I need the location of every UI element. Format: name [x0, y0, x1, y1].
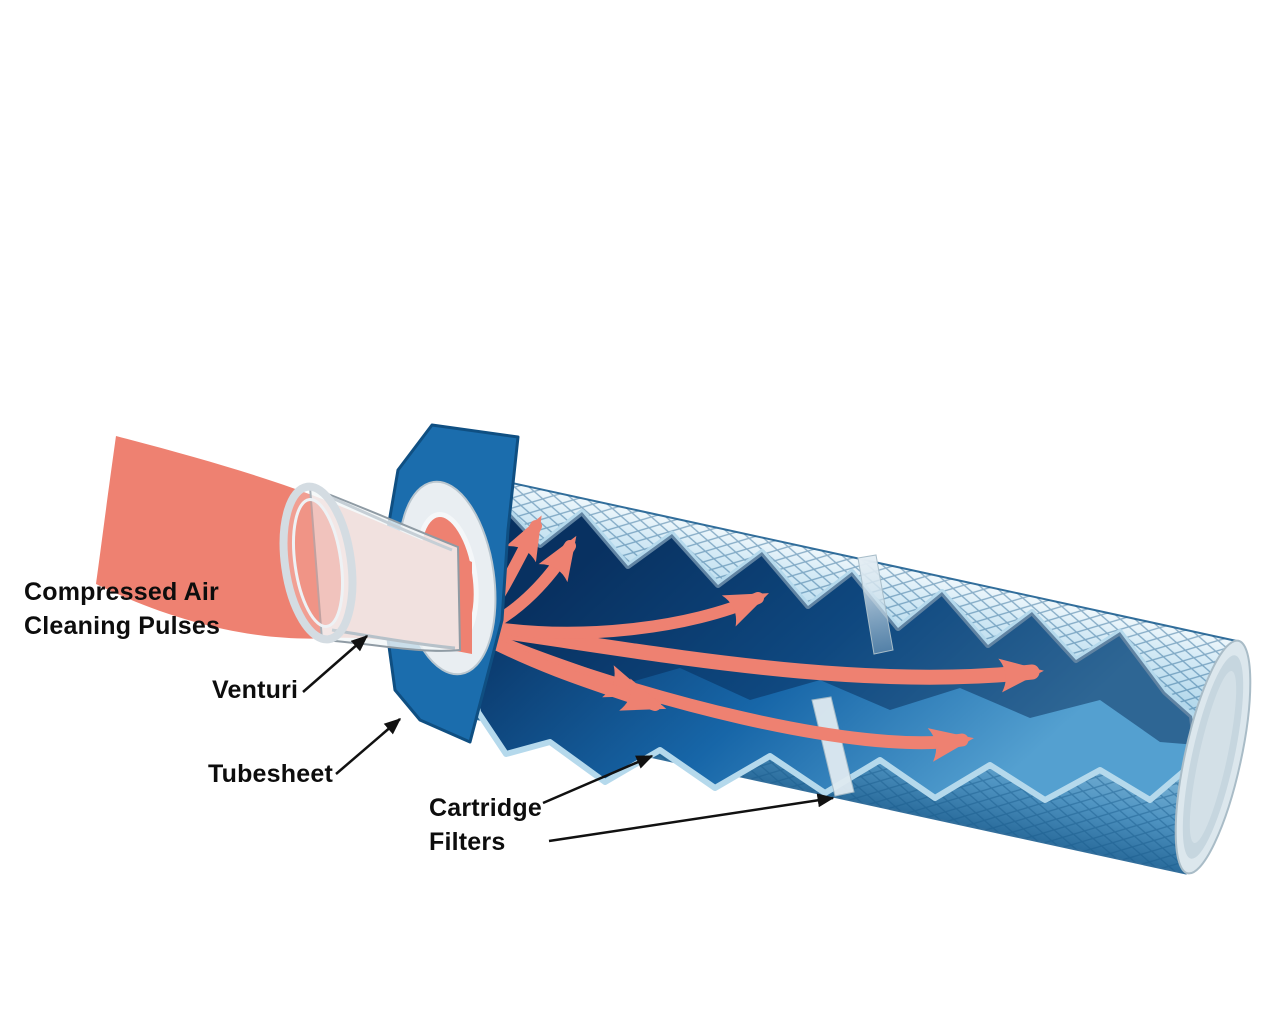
tubesheet-label: Tubesheet [208, 760, 333, 788]
venturi-mouth-rim [279, 482, 357, 644]
venturi-mouth-opening [292, 498, 344, 628]
cartridge-pointer-arrow-1 [542, 754, 654, 805]
end-cap-inner-ring [1189, 670, 1237, 844]
callout-arrows [302, 635, 835, 843]
venturi-tube [279, 482, 462, 652]
cartridge-joint-band-bottom [811, 696, 855, 797]
cartridge-joint-band-top [857, 554, 894, 655]
venturi-highlight [329, 495, 453, 552]
airflow-arrow-down-2 [476, 631, 667, 711]
venturi-label: Venturi [212, 676, 299, 704]
compressed-air-label: Compressed Air Cleaning Pulses [24, 578, 221, 640]
cartridge-pointer-arrow-2 [548, 793, 835, 843]
tubesheet-pointer-arrow [335, 718, 402, 775]
filter-end-cap [1174, 639, 1252, 875]
cartridge-filters-label: Cartridge Filters [429, 794, 542, 856]
airflow-arrow-mid-up [476, 592, 769, 639]
venturi-pointer-arrow [302, 635, 369, 693]
